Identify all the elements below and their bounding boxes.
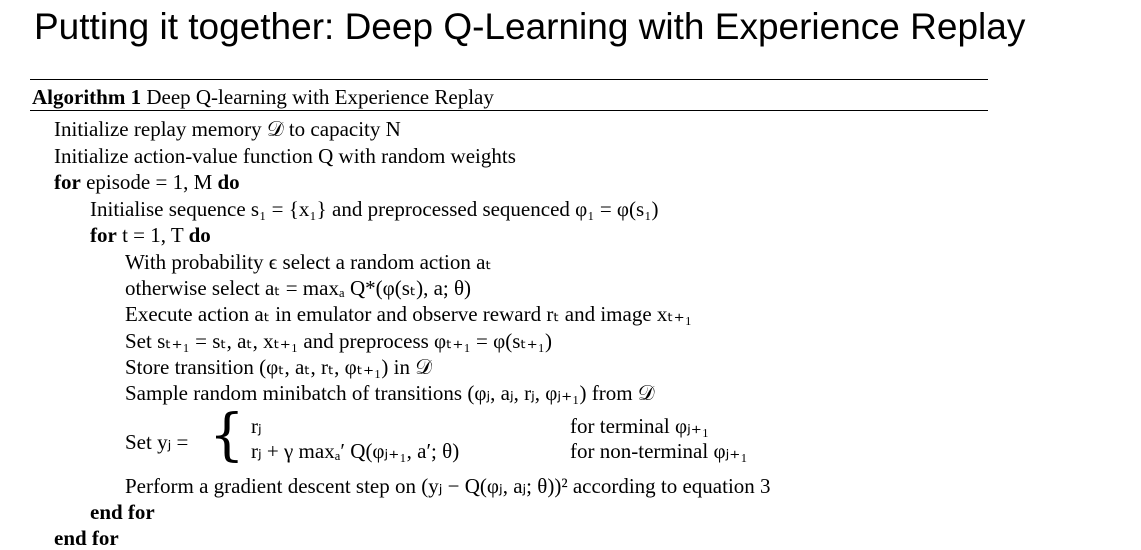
algorithm-name: Deep Q-learning with Experience Replay xyxy=(146,85,494,109)
set-target-label: Set yⱼ = xyxy=(125,430,189,454)
algorithm-caption-rule xyxy=(30,110,988,111)
line-explore: With probability ϵ select a random actio… xyxy=(125,250,492,274)
end-for-outer: end for xyxy=(54,526,119,550)
algorithm-top-rule xyxy=(30,79,988,80)
keyword-do: do xyxy=(188,223,211,247)
algorithm-caption: Algorithm 1 Deep Q-learning with Experie… xyxy=(32,85,494,109)
end-for-inner: end for xyxy=(90,500,155,524)
line-sample: Sample random minibatch of transitions (… xyxy=(125,381,655,405)
episode-range: episode = 1, M xyxy=(86,170,213,194)
case-nonterminal-expr: rⱼ + γ maxₐ′ Q(φⱼ₊₁, a′; θ) xyxy=(251,439,460,463)
case-nonterminal-condition: for non-terminal φⱼ₊₁ xyxy=(570,439,748,463)
line-init-memory: Initialize replay memory 𝒟 to capacity N xyxy=(54,117,401,141)
line-for-t: for t = 1, T do xyxy=(90,223,211,247)
line-store: Store transition (φₜ, aₜ, rₜ, φₜ₊₁) in 𝒟 xyxy=(125,355,432,379)
slide-title: Putting it together: Deep Q-Learning wit… xyxy=(34,6,1026,47)
left-brace: { xyxy=(209,403,245,468)
keyword-for: for xyxy=(90,223,117,247)
keyword-do: do xyxy=(217,170,240,194)
line-init-q: Initialize action-value function Q with … xyxy=(54,144,516,168)
t-range: t = 1, T xyxy=(122,223,184,247)
case-terminal-condition: for terminal φⱼ₊₁ xyxy=(570,414,710,438)
algorithm-label: Algorithm 1 xyxy=(32,85,142,109)
line-execute: Execute action aₜ in emulator and observ… xyxy=(125,302,693,326)
line-set-state: Set sₜ₊₁ = sₜ, aₜ, xₜ₊₁ and preprocess φ… xyxy=(125,329,552,353)
line-init-sequence: Initialise sequence s₁ = {x₁} and prepro… xyxy=(90,197,659,221)
line-exploit: otherwise select aₜ = maxₐ Q*(φ(sₜ), a; … xyxy=(125,276,472,300)
keyword-for: for xyxy=(54,170,81,194)
line-for-episode: for episode = 1, M do xyxy=(54,170,240,194)
line-gradient: Perform a gradient descent step on (yⱼ −… xyxy=(125,474,771,498)
case-terminal-expr: rⱼ xyxy=(251,414,262,438)
algorithm-box: Algorithm 1 Deep Q-learning with Experie… xyxy=(30,76,988,550)
